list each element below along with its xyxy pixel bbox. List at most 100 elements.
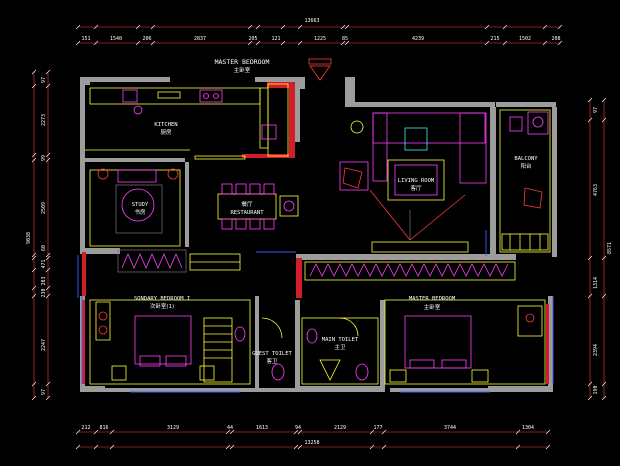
dimension-tick (587, 395, 593, 401)
dimension-tick (31, 267, 37, 273)
dimension-tick (45, 395, 51, 401)
left-dim: 60 (41, 245, 47, 251)
dimension-tick (225, 429, 231, 435)
guest-toilet (203, 317, 285, 383)
secondary-bedroom-label-cn: 次卧室(1) (150, 302, 174, 310)
dimension-tick (587, 97, 593, 103)
dimension-tick (31, 255, 37, 261)
dimension-tick (229, 444, 235, 450)
top-dim: 85 (342, 36, 348, 42)
dimension-ticks (31, 24, 607, 450)
dimension-tick (280, 24, 286, 30)
top-total-dim: 13663 (304, 18, 319, 24)
balcony-label-cn: 阳台 (520, 162, 532, 170)
living-room-label-cn: 客厅 (410, 184, 422, 192)
study-label: STUDY (132, 202, 149, 208)
kitchen-label: KITCHEN (154, 122, 177, 128)
bottom-dimension-labels: 212 816 3129 44 1613 94 2129 177 3744 13… (81, 425, 534, 446)
dimension-tick (502, 40, 508, 46)
dimension-tick (297, 444, 303, 450)
dimension-tick (247, 40, 253, 46)
kitchen-label-cn: 厨房 (160, 128, 172, 136)
left-dim: 471 (41, 259, 47, 268)
dimension-tick (297, 24, 303, 30)
dimension-tick (75, 429, 81, 435)
bottom-dim: 212 (81, 425, 90, 431)
dimension-tick (75, 40, 81, 46)
dimension-tick (31, 69, 37, 75)
bottom-total-dim: 13258 (304, 440, 319, 446)
dimension-tick (31, 83, 37, 89)
right-total-dim: 8571 (607, 242, 613, 254)
living-room (339, 112, 487, 253)
dimension-tick (293, 429, 299, 435)
dimension-tick (225, 444, 231, 450)
dimension-tick (45, 267, 51, 273)
dimension-tick (484, 40, 490, 46)
top-dim: 1225 (314, 36, 326, 42)
left-dim: 230 (41, 288, 47, 297)
dimension-tick (45, 293, 51, 299)
dimension-tick (601, 255, 607, 261)
dimension-tick (340, 40, 346, 46)
dimension-tick (502, 24, 508, 30)
dimension-tick (545, 444, 551, 450)
left-dim: 97 (41, 77, 47, 83)
dimension-tick (31, 285, 37, 291)
top-dim: 206 (142, 36, 151, 42)
dimension-tick (344, 40, 350, 46)
bottom-dim: 3129 (167, 425, 179, 431)
dimension-tick (247, 24, 253, 30)
dimension-tick (340, 24, 346, 30)
windows (77, 230, 554, 393)
secondary-bedroom (89, 299, 251, 385)
right-dim: 2394 (593, 344, 599, 356)
dimension-tick (75, 24, 81, 30)
dimension-tick (587, 381, 593, 387)
dimension-tick (93, 24, 99, 30)
master-bedroom-top-label: MASTER BEDROOM (215, 58, 270, 66)
balcony (499, 109, 551, 253)
left-dim: 2273 (41, 114, 47, 126)
dimension-tick (515, 444, 521, 450)
dimension-tick (255, 40, 261, 46)
dimension-tick (31, 293, 37, 299)
dimension-tick (255, 24, 261, 30)
bottom-dim: 1613 (256, 425, 268, 431)
dimension-tick (601, 395, 607, 401)
dimension-tick (601, 381, 607, 387)
dimension-tick (557, 24, 563, 30)
master-bedroom-label: MASTER BEDROOM (409, 296, 456, 302)
dimension-tick (31, 152, 37, 158)
dimension-tick (369, 429, 375, 435)
bottom-dim: 3744 (444, 425, 456, 431)
living-room-label: LIVING ROOM (398, 178, 435, 184)
dimension-tick (45, 255, 51, 261)
dimension-tick (542, 24, 548, 30)
left-dimension-labels: 9038 97 2273 99 2509 60 471 203 230 2247… (26, 77, 47, 395)
dimension-tick (515, 429, 521, 435)
dimension-tick (75, 444, 81, 450)
dimension-tick (587, 117, 593, 123)
dimension-tick (45, 157, 51, 163)
main-toilet (301, 317, 379, 385)
bottom-dim: 94 (295, 425, 301, 431)
dimension-tick (381, 444, 387, 450)
kitchen (85, 83, 289, 160)
dimension-tick (601, 293, 607, 299)
left-dim: 203 (41, 276, 47, 285)
top-dim: 151 (81, 36, 90, 42)
main-toilet-label: MAIN TOILET (322, 337, 359, 343)
dimension-tick (135, 40, 141, 46)
top-dim: 1540 (110, 36, 122, 42)
right-dim: 97 (593, 107, 599, 113)
dimension-tick (545, 429, 551, 435)
dimension-tick (150, 24, 156, 30)
dimension-tick (601, 117, 607, 123)
master-bedroom-top-label-cn: 主卧室 (234, 66, 251, 74)
top-dim: 205 (248, 36, 257, 42)
guest-toilet-label: GUEST TOILET (252, 351, 292, 357)
dimension-tick (369, 444, 375, 450)
balcony-label: BALCONY (514, 156, 538, 162)
